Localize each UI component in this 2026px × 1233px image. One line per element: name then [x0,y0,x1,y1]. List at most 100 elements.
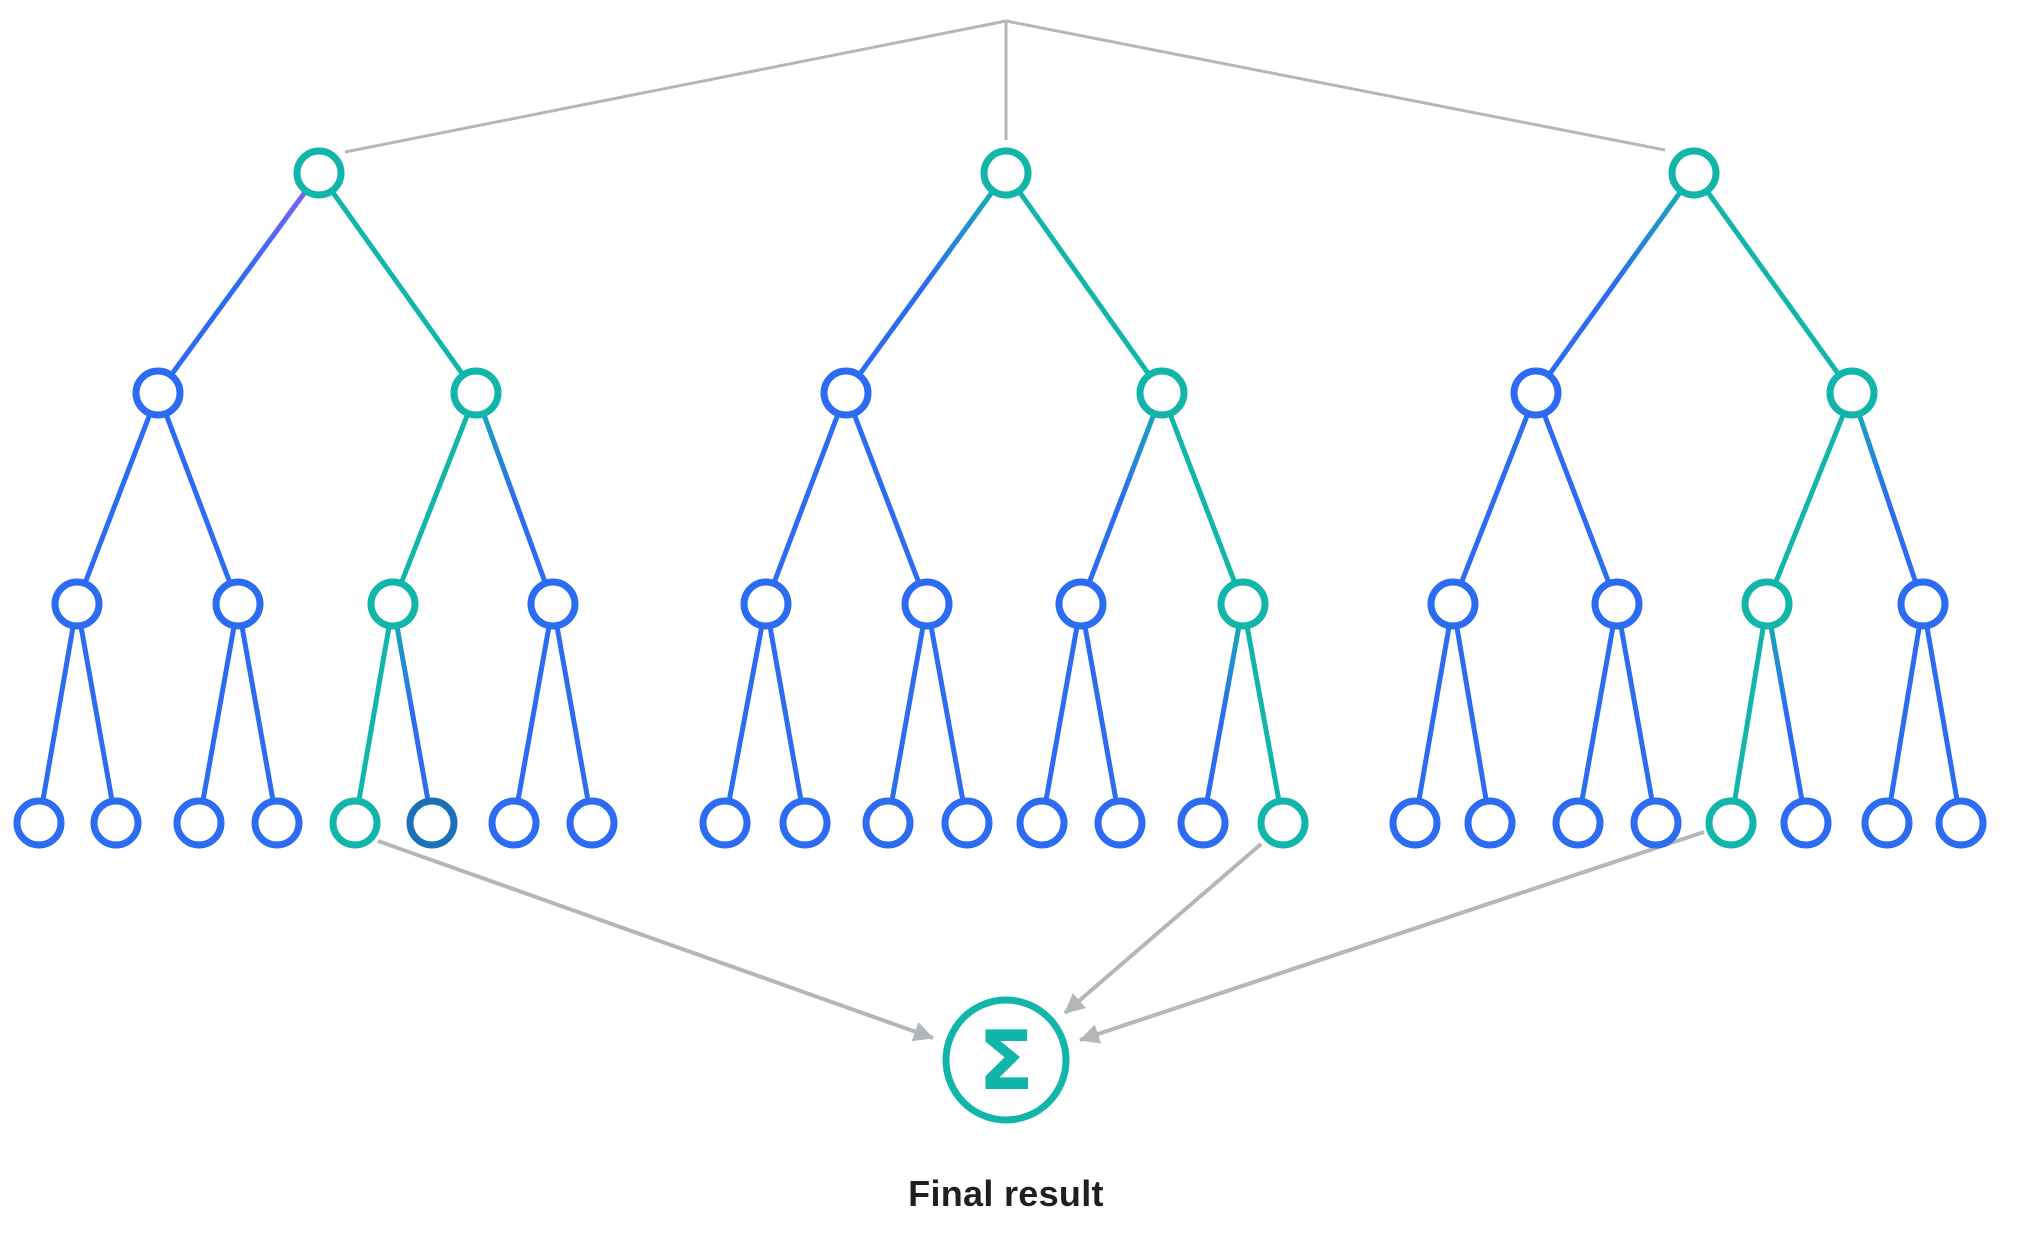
tree-edge [1849,392,1926,605]
tree-node-b1 [51,578,103,630]
tree-node-n5 [1705,797,1757,849]
tree-edge [1533,392,1620,605]
tree-node-b2 [212,578,264,630]
tree-node-l8 [566,797,618,849]
tree-node-l7 [488,797,540,849]
tree-node-b4 [527,578,579,630]
tree-edge [1575,603,1620,824]
result-arrow [1079,830,1705,1044]
tree-edge [1078,603,1123,824]
tree-edge [390,603,435,824]
result-arrow [1063,842,1263,1015]
tree-node-r1 [293,147,345,199]
tree-node-m1 [699,797,751,849]
tree-node-l5 [329,797,381,849]
tree-edge [843,392,930,605]
tree-edge [74,603,119,824]
tree-edge [390,392,479,605]
tree-node-d2 [901,578,953,630]
result-arrow [377,839,934,1042]
tree-node-b3 [367,578,419,630]
text-layer: Σ Final result [908,1014,1104,1214]
sigma-circle [942,996,1070,1124]
tree-node-m7 [1177,797,1229,849]
tree-nodes-layer [13,147,1987,1124]
tree-edge [74,392,161,605]
tree-edge [1200,603,1246,824]
tree-node-n1 [1389,797,1441,849]
tree-edge [1764,603,1809,824]
tree-node-m3 [862,797,914,849]
tree-edge [722,603,769,824]
tree-node-l3 [173,797,225,849]
tree-edge [1764,392,1855,605]
result-arrows-layer [377,830,1705,1044]
tree-edge [1412,603,1456,824]
tree-edge [1078,392,1165,605]
tree-node-l2 [90,797,142,849]
tree-node-n3 [1552,797,1604,849]
tree-edge [924,603,970,824]
tree-edge [1039,603,1084,824]
branch-connector-line [1005,19,1666,152]
tree-edge [843,171,1009,395]
tree-edge [550,603,595,824]
tree-node-n4 [1630,797,1682,849]
tree-node-f1 [1427,578,1479,630]
tree-edge [473,392,556,605]
tree-node-n8 [1935,797,1987,849]
tree-edge [1691,171,1855,395]
tree-node-e2 [1826,367,1878,419]
tree-node-r2 [980,147,1032,199]
tree-edge [316,171,479,395]
tree-edge [885,603,930,824]
tree-node-d4 [1217,578,1269,630]
branch-connector-layer [344,19,1666,154]
tree-edge [763,392,849,605]
tree-node-c1 [820,367,872,419]
tree-node-n2 [1464,797,1516,849]
tree-edge [235,603,280,824]
tree-node-l6 [406,797,458,849]
tree-edge [1003,171,1165,395]
tree-edge [763,603,808,824]
tree-node-m6 [1094,797,1146,849]
tree-node-f4 [1897,578,1949,630]
tree-node-m4 [941,797,993,849]
tree-node-f2 [1591,578,1643,630]
tree-edge [1533,171,1697,395]
tree-node-m8 [1257,797,1309,849]
tree-edge [511,603,556,824]
sigma-symbol: Σ [978,1014,1034,1109]
tree-edge [196,603,241,824]
tree-edge [352,603,396,824]
tree-node-l4 [251,797,303,849]
tree-node-a2 [450,367,502,419]
tree-edge [155,392,241,605]
tree-edges-layer [36,171,1964,824]
tree-edge [1450,603,1493,824]
tree-node-f3 [1741,578,1793,630]
tree-node-d1 [740,578,792,630]
tree-node-c2 [1136,367,1188,419]
tree-node-n6 [1780,797,1832,849]
tree-node-l1 [13,797,65,849]
tree-node-n7 [1861,797,1913,849]
tree-edge [1159,392,1246,605]
tree-edge [36,603,80,824]
tree-edge [1728,603,1770,824]
tree-edge [1614,603,1659,824]
tree-node-m2 [779,797,831,849]
final-result-label: Final result [908,1173,1104,1214]
tree-node-a1 [132,367,184,419]
tree-edge [155,171,322,395]
tree-node-e1 [1510,367,1562,419]
tree-edge [1884,603,1926,824]
tree-edge [1240,603,1286,824]
tree-edge [1450,392,1539,605]
tree-node-m5 [1016,797,1068,849]
tree-node-r3 [1668,147,1720,199]
tree-node-d3 [1055,578,1107,630]
